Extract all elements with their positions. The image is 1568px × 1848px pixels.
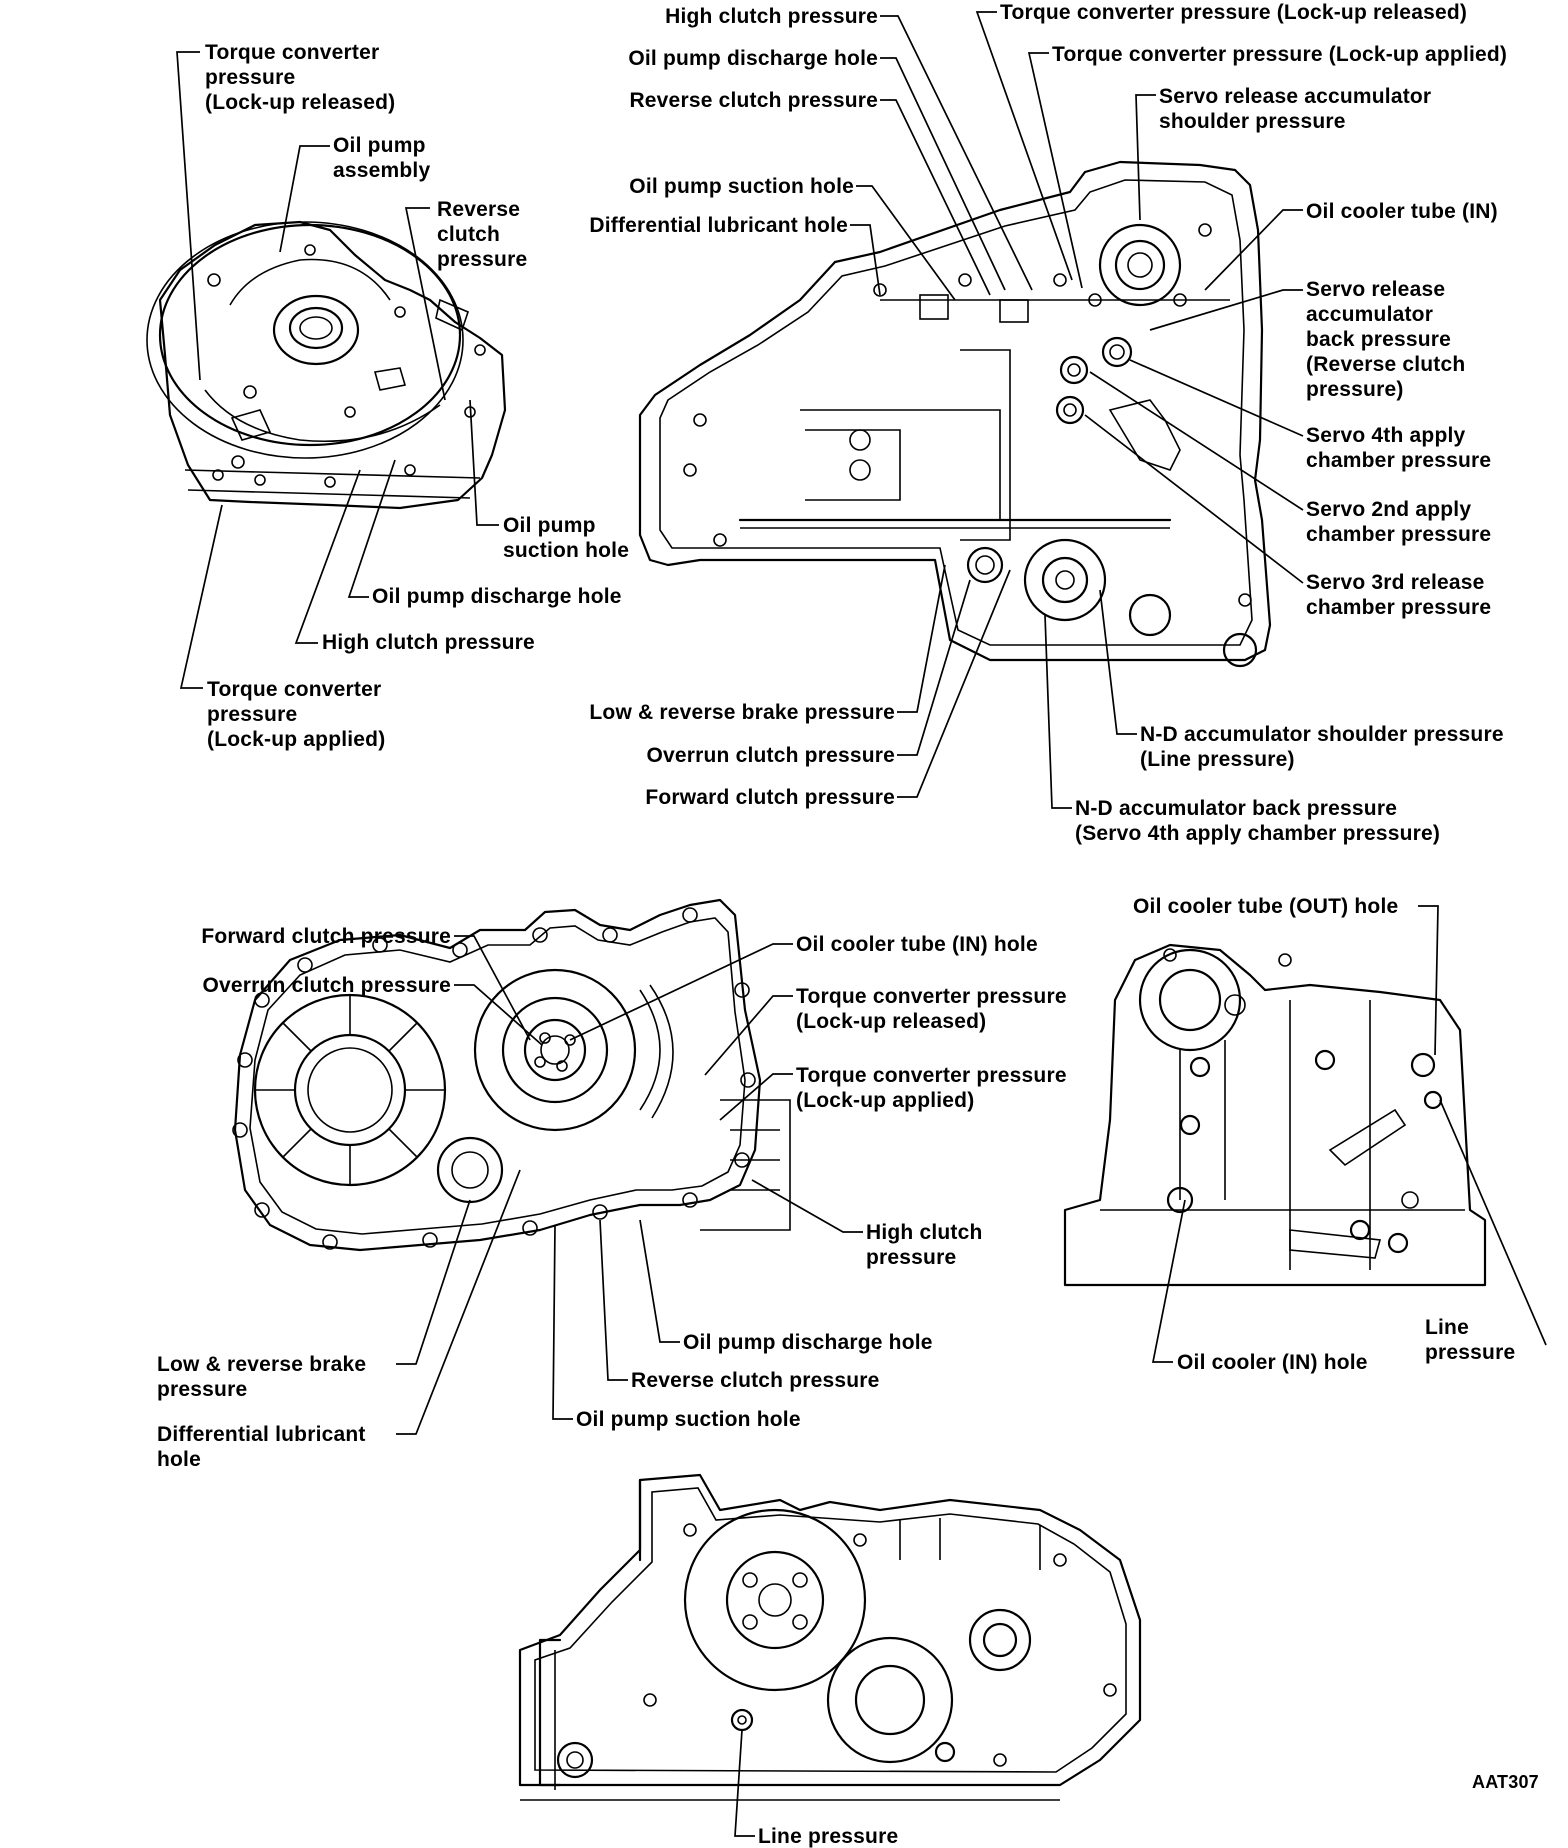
label-oil-pump-tc-applied: Torque converter pressure (Lock-up appli…	[207, 678, 386, 751]
label-side-line-pressure: Line pressure	[1425, 1316, 1516, 1364]
label-case-tc-applied: Torque converter pressure (Lock-up appli…	[1052, 43, 1508, 66]
leader-lines	[176, 11, 1547, 1837]
label-case-servo-4th-apply: Servo 4th apply chamber pressure	[1306, 424, 1492, 472]
label-case-overrun-clutch: Overrun clutch pressure	[646, 744, 895, 767]
label-case-forward-clutch: Forward clutch pressure	[645, 786, 895, 809]
label-oil-pump-reverse-clutch: Reverse clutch pressure	[437, 198, 528, 271]
label-case-nd-back: N-D accumulator back pressure (Servo 4th…	[1075, 797, 1441, 845]
label-housing-reverse-clutch: Reverse clutch pressure	[631, 1369, 880, 1392]
label-housing-diff-lube-hole: Differential lubricant hole	[157, 1423, 366, 1471]
label-bottom-line-pressure: Line pressure	[758, 1825, 899, 1848]
label-case-high-clutch: High clutch pressure	[665, 5, 878, 28]
label-housing-discharge-hole: Oil pump discharge hole	[683, 1331, 933, 1354]
label-case-servo-release-shoulder: Servo release accumulator shoulder press…	[1159, 85, 1432, 133]
label-case-nd-shoulder: N-D accumulator shoulder pressure (Line …	[1140, 723, 1504, 771]
label-case-servo-2nd-apply: Servo 2nd apply chamber pressure	[1306, 498, 1492, 546]
label-housing-high-clutch: High clutch pressure	[866, 1221, 983, 1269]
label-side-cooler-out-hole: Oil cooler tube (OUT) hole	[1133, 895, 1399, 918]
label-case-servo-release-back: Servo release accumulator back pressure …	[1306, 278, 1466, 401]
label-housing-forward-clutch: Forward clutch pressure	[201, 925, 451, 948]
label-case-tc-released: Torque converter pressure (Lock-up relea…	[1000, 1, 1468, 24]
label-case-oil-cooler-in: Oil cooler tube (IN)	[1306, 200, 1498, 223]
label-oil-pump-tc-released: Torque converter pressure (Lock-up relea…	[205, 41, 396, 114]
label-housing-low-reverse-brake: Low & reverse brake pressure	[157, 1353, 367, 1401]
label-housing-cooler-in-hole: Oil cooler tube (IN) hole	[796, 933, 1038, 956]
figure-code: AAT307	[1472, 1772, 1539, 1792]
label-side-cooler-in-hole: Oil cooler (IN) hole	[1177, 1351, 1368, 1374]
label-housing-tc-applied: Torque converter pressure (Lock-up appli…	[796, 1064, 1067, 1112]
label-oil-pump-high-clutch: High clutch pressure	[322, 631, 535, 654]
label-case-reverse-clutch: Reverse clutch pressure	[629, 89, 878, 112]
label-oil-pump-discharge-hole: Oil pump discharge hole	[372, 585, 622, 608]
case-side-view-drawing	[1063, 943, 1487, 1287]
label-case-servo-3rd-release: Servo 3rd release chamber pressure	[1306, 571, 1492, 619]
transmission-case-drawing	[638, 160, 1272, 668]
label-case-diff-lube-hole: Differential lubricant hole	[589, 214, 848, 237]
label-housing-suction-hole: Oil pump suction hole	[576, 1408, 801, 1431]
label-case-suction-hole: Oil pump suction hole	[629, 175, 854, 198]
label-case-discharge-hole: Oil pump discharge hole	[628, 47, 878, 70]
label-case-low-reverse-brake: Low & reverse brake pressure	[589, 701, 895, 724]
label-housing-tc-released: Torque converter pressure (Lock-up relea…	[796, 985, 1067, 1033]
label-oil-pump-suction-hole: Oil pump suction hole	[503, 514, 630, 562]
assembly-bottom-view-drawing	[518, 1473, 1142, 1801]
oil-pump-assembly-drawing	[146, 220, 507, 510]
converter-housing-drawing	[232, 898, 791, 1252]
label-housing-overrun-clutch: Overrun clutch pressure	[202, 974, 451, 997]
label-oil-pump-assembly: Oil pump assembly	[333, 134, 431, 182]
